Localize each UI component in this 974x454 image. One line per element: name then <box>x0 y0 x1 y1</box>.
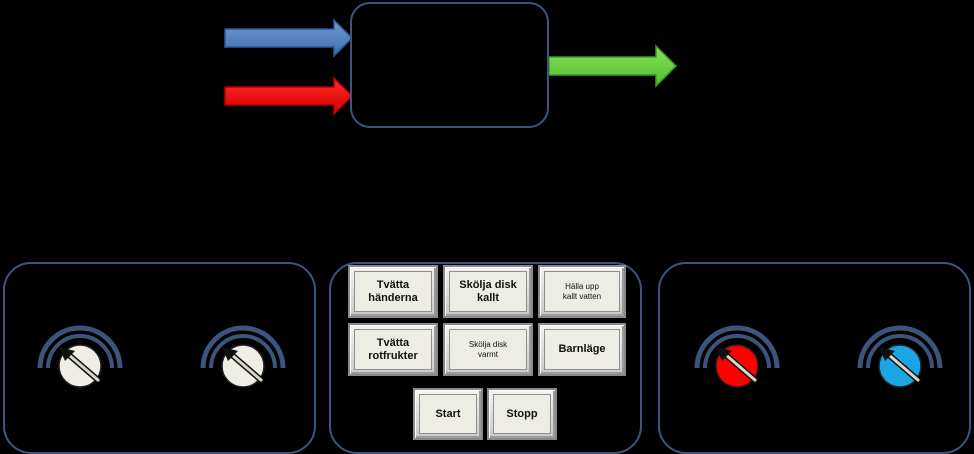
halla-upp-kallt-vatten-button[interactable]: Hälla upp kallt vatten <box>538 265 626 318</box>
cold-dial[interactable] <box>855 318 945 388</box>
barnlage-button[interactable]: Barnläge <box>538 323 626 376</box>
left-dial-2[interactable] <box>198 318 288 388</box>
mixer-box <box>350 2 549 128</box>
button-label: Barnläge <box>544 329 620 370</box>
skolja-disk-varmt-button[interactable]: Skölja disk varmt <box>443 323 533 376</box>
button-label: Tvätta rotfrukter <box>354 329 432 370</box>
start-button[interactable]: Start <box>413 388 483 440</box>
skolja-disk-kallt-button[interactable]: Skölja disk kallt <box>443 265 533 318</box>
left-dial-1[interactable] <box>35 318 125 388</box>
tvatta-rotfrukter-button[interactable]: Tvätta rotfrukter <box>348 323 438 376</box>
stopp-button[interactable]: Stopp <box>487 388 557 440</box>
red-input-arrow <box>224 76 354 116</box>
button-label: Tvätta händerna <box>354 271 432 312</box>
tvatta-handerna-button[interactable]: Tvätta händerna <box>348 265 438 318</box>
button-label: Skölja disk kallt <box>449 271 527 312</box>
flow-diagram-arrows <box>224 18 678 116</box>
button-label: Skölja disk varmt <box>449 329 527 370</box>
green-output-arrow <box>548 44 678 88</box>
button-label: Stopp <box>493 394 551 434</box>
button-label: Hälla upp kallt vatten <box>544 271 620 312</box>
button-label: Start <box>419 394 477 434</box>
blue-input-arrow <box>224 18 354 58</box>
temperature-control-panel <box>658 262 971 454</box>
hot-dial[interactable] <box>692 318 782 388</box>
left-control-panel <box>3 262 316 454</box>
